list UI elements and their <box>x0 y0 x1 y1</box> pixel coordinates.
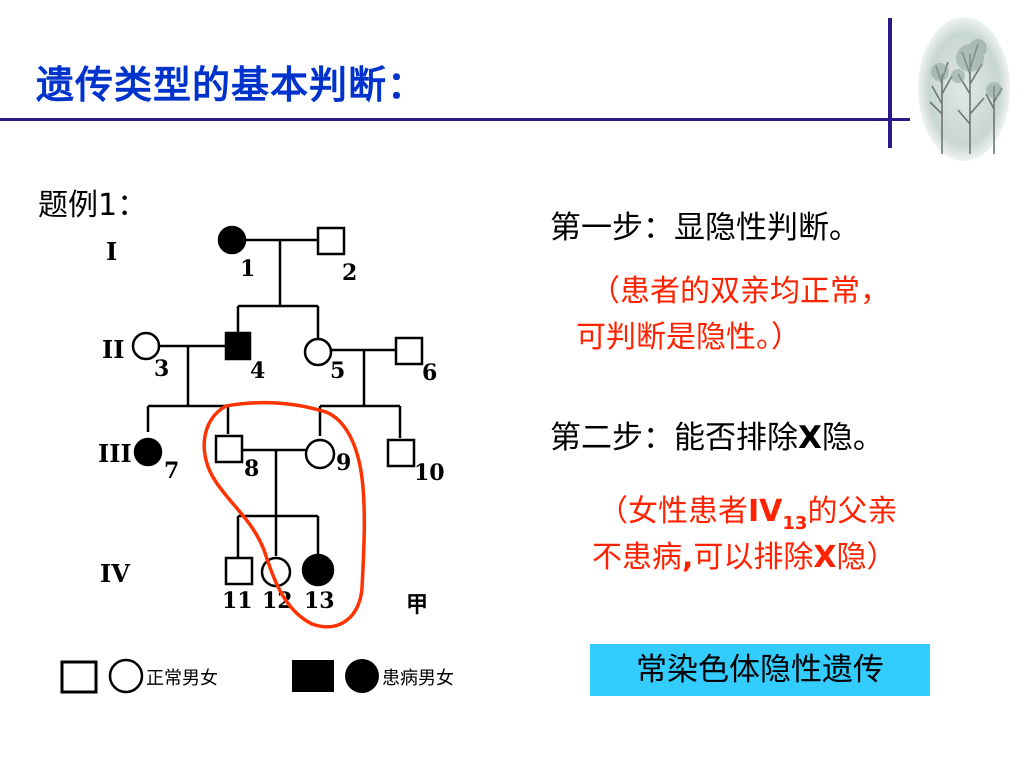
legend-normal-female-icon <box>108 658 144 694</box>
step2-title-pre: 第二步：能否排除 <box>550 420 798 456</box>
individual-number: 1 <box>240 256 255 282</box>
step2-note-pre: （女性患者 <box>598 494 748 529</box>
legend-affected-female-icon <box>345 659 379 693</box>
step2-title-post: 隐。 <box>821 420 884 456</box>
highlight-circle <box>202 400 367 629</box>
individual-IV-13-affected-female <box>301 553 335 587</box>
example-label: 题例1： <box>38 188 148 223</box>
individual-I-2-normal-male <box>316 226 346 256</box>
title-divider-vertical <box>888 18 892 148</box>
step1-note-line2: 可判断是隐性。） <box>576 320 801 355</box>
step2-note-post: 的父亲 <box>807 494 898 529</box>
title-divider-horizontal <box>0 118 910 121</box>
step2-note-line2-x: X <box>813 540 837 575</box>
step2-note-line2-post: 隐） <box>836 540 897 575</box>
individual-number: 13 <box>304 588 335 614</box>
winter-tree-decoration <box>918 17 1010 161</box>
individual-number: 8 <box>244 456 259 482</box>
step2-note-subscript: 13 <box>782 513 808 534</box>
individual-number: 10 <box>414 460 445 486</box>
legend-affected-label: 患病男女 <box>382 668 454 689</box>
individual-number: 9 <box>336 450 351 476</box>
page-title: 遗传类型的基本判断： <box>36 63 427 107</box>
individual-I-1-affected-female <box>217 225 247 255</box>
individual-III-9-normal-female <box>304 438 336 470</box>
generation-label-II: II <box>102 335 124 364</box>
individual-number: 3 <box>154 356 169 382</box>
step2-note-line2: 不患病,可以排除X隐） <box>592 538 897 578</box>
legend-normal-label: 正常男女 <box>146 668 218 689</box>
individual-number: 11 <box>222 588 253 614</box>
step2-title: 第二步：能否排除X隐。 <box>550 412 884 457</box>
individual-number: 5 <box>330 358 345 384</box>
individual-II-3-normal-female <box>131 331 161 361</box>
individual-II-6-normal-male <box>394 336 424 366</box>
step2-note-line1: （女性患者IV13的父亲 <box>598 492 897 544</box>
individual-number: 6 <box>422 360 437 386</box>
step1-title: 第一步：显隐性判断。 <box>550 210 860 246</box>
figure-label: 甲 <box>406 592 428 618</box>
legend-normal-male-icon <box>60 660 98 694</box>
individual-III-7-affected-female <box>133 437 163 467</box>
step2-title-x: X <box>798 420 822 456</box>
pedigree-chart: I II III IV 1 2 3 4 5 6 7 8 9 10 11 12 1… <box>60 225 454 694</box>
individual-number: 2 <box>342 260 357 286</box>
generation-label-IV: IV <box>100 559 130 588</box>
conclusion-box: 常染色体隐性遗传 <box>590 644 930 696</box>
individual-III-8-normal-male <box>214 434 244 464</box>
individual-II-5-normal-female <box>303 337 333 367</box>
individual-IV-11-normal-male <box>224 556 254 586</box>
generation-label-III: III <box>98 439 132 468</box>
step2-note-line2-pre: 不患病 <box>592 540 682 575</box>
step1-note-line1: （患者的双亲均正常， <box>590 274 890 309</box>
individual-number: 4 <box>250 358 265 384</box>
generation-label-I: I <box>106 237 117 266</box>
step2-note-line2-comma: , <box>682 540 694 575</box>
legend-affected-male-icon <box>292 660 334 692</box>
individual-III-10-normal-male <box>386 438 416 468</box>
step2-note-iv: IV <box>748 494 783 529</box>
step2-note-line2-mid: 可以排除 <box>693 540 814 575</box>
individual-number: 7 <box>164 458 179 484</box>
individual-II-4-affected-male <box>224 331 252 361</box>
